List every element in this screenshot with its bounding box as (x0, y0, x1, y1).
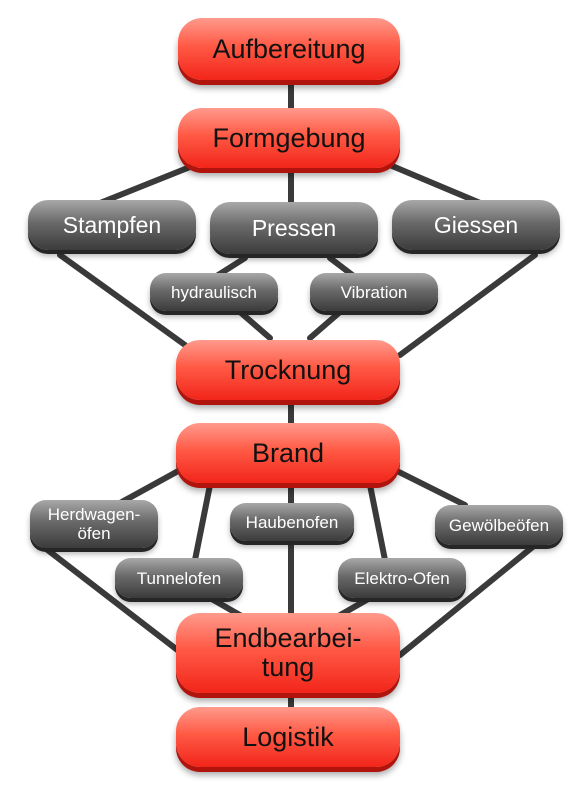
connector-formgebung-giessen (382, 160, 488, 208)
connector-brand-herdwagen (117, 467, 183, 506)
stage-aufbereitung-label: Aufbereitung (212, 33, 366, 64)
connector-brand-tunnelofen (192, 482, 213, 563)
connector-brand-gewoelbe (392, 467, 468, 508)
method-stampfen-label: Stampfen (62, 211, 162, 238)
stage-endbearbeitung-label: Endbearbei- tung (214, 623, 362, 682)
connector-gewoelbe-endbearbeitung (397, 542, 538, 658)
kiln-haubenofen-label: Haubenofen (245, 512, 339, 532)
stage-formgebung: Formgebung (178, 108, 400, 168)
method-pressen-label: Pressen (251, 214, 337, 241)
method-vibration: Vibration (310, 273, 438, 311)
stage-formgebung-label: Formgebung (212, 122, 366, 153)
connector-formgebung-stampfen (92, 160, 203, 208)
connector-brand-elektro (367, 482, 388, 563)
connector-hydraulisch-trocknung (237, 309, 273, 341)
kiln-elektro-label: Elektro-Ofen (354, 568, 450, 588)
method-hydraulisch-label: hydraulisch (171, 282, 257, 302)
kiln-herdwagen-label: Herdwagen- öfen (47, 505, 141, 543)
kiln-gewoelbe-label: Gewölbeöfen (448, 515, 550, 535)
stage-logistik: Logistik (176, 707, 400, 767)
stage-aufbereitung: Aufbereitung (178, 18, 400, 80)
connector-herdwagen-endbearbeitung (42, 545, 183, 655)
connector-stampfen-trocknung (57, 252, 188, 348)
kiln-tunnelofen: Tunnelofen (115, 558, 243, 598)
method-vibration-label: Vibration (340, 282, 408, 302)
stage-trocknung-label: Trocknung (224, 354, 352, 385)
kiln-elektro: Elektro-Ofen (338, 558, 466, 598)
method-pressen: Pressen (210, 202, 378, 254)
kiln-herdwagen: Herdwagen- öfen (30, 500, 158, 548)
method-hydraulisch: hydraulisch (150, 273, 278, 311)
stage-endbearbeitung: Endbearbei- tung (176, 613, 400, 693)
method-stampfen: Stampfen (28, 200, 196, 250)
stage-logistik-label: Logistik (242, 721, 334, 752)
method-giessen-label: Giessen (433, 211, 519, 238)
kiln-haubenofen: Haubenofen (230, 503, 354, 541)
connector-vibration-trocknung (307, 309, 343, 341)
kiln-gewoelbe: Gewölbeöfen (435, 505, 563, 545)
stage-brand: Brand (176, 423, 400, 483)
method-giessen: Giessen (392, 200, 560, 250)
stage-brand-label: Brand (251, 437, 325, 468)
stage-trocknung: Trocknung (176, 340, 400, 400)
kiln-tunnelofen-label: Tunnelofen (136, 568, 222, 588)
connector-giessen-trocknung (397, 252, 538, 358)
